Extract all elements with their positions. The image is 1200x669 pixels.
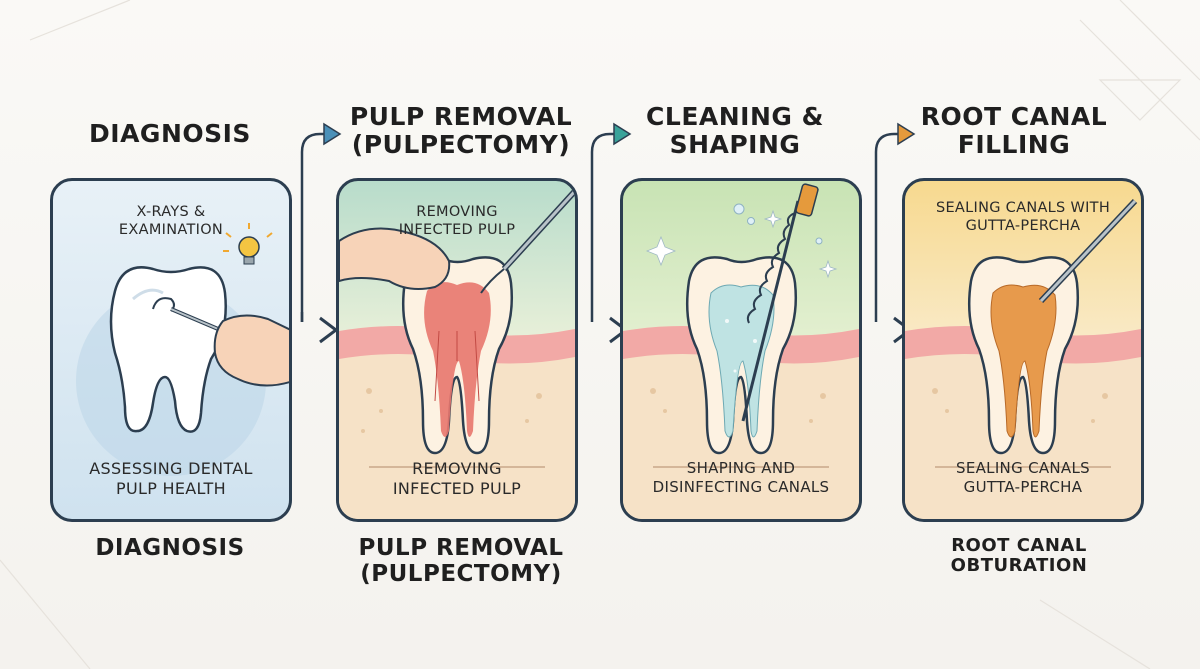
pulp-removal-illustration	[339, 188, 575, 519]
connector-arrow-3	[874, 122, 916, 344]
connector-arrow-2	[590, 122, 632, 344]
diagnosis-illustration	[76, 223, 289, 476]
root-canal-filling-illustration	[905, 198, 1141, 519]
step3-title: CLEANING & SHAPING	[646, 102, 824, 159]
diagnosis-caption-bottom: ASSESSING DENTAL PULP HEALTH	[89, 459, 253, 498]
step1-title: DIAGNOSIS	[89, 119, 251, 148]
step2-bottom-label: PULP REMOVAL (PULPECTOMY)	[358, 535, 564, 587]
sparkle-icon	[645, 209, 838, 279]
diagnosis-panel: X-RAYS & EXAMINATION ASSESSING DENTAL PU…	[50, 178, 292, 522]
root-canal-filling-panel: SEALING CANALS WITH GUTTA-PERCHA SEALING…	[902, 178, 1144, 522]
connector-arrow-1	[300, 122, 342, 344]
cleaning-shaping-caption-bottom: SHAPING AND DISINFECTING CANALS	[652, 459, 830, 496]
step4-bottom-label: ROOT CANAL OBTURATION	[950, 535, 1088, 577]
root-canal-filling-caption-top: SEALING CANALS WITH GUTTA-PERCHA	[935, 200, 1111, 235]
pulp-removal-panel: REMOVING INFECTED PULP REMOVING INFECTED…	[336, 178, 578, 522]
pulp-removal-caption-bottom: REMOVING INFECTED PULP	[392, 459, 522, 498]
pulp-removal-caption-top: REMOVING INFECTED PULP	[398, 204, 516, 239]
cleaned-canal	[708, 284, 775, 438]
tooth	[109, 266, 227, 433]
diagnosis-caption-top: X-RAYS & EXAMINATION	[118, 204, 224, 239]
step2-title: PULP REMOVAL (PULPECTOMY)	[349, 102, 573, 159]
root-canal-filling-caption-bottom: SEALING CANALS GUTTA-PERCHA	[956, 459, 1090, 496]
lightbulb-icon	[223, 223, 273, 265]
cleaning-shaping-illustration	[623, 183, 859, 519]
step4-title: ROOT CANAL FILLING	[920, 102, 1108, 159]
step1-bottom-label: DIAGNOSIS	[95, 535, 245, 561]
cleaning-shaping-panel: SHAPING AND DISINFECTING CANALS	[620, 178, 862, 522]
